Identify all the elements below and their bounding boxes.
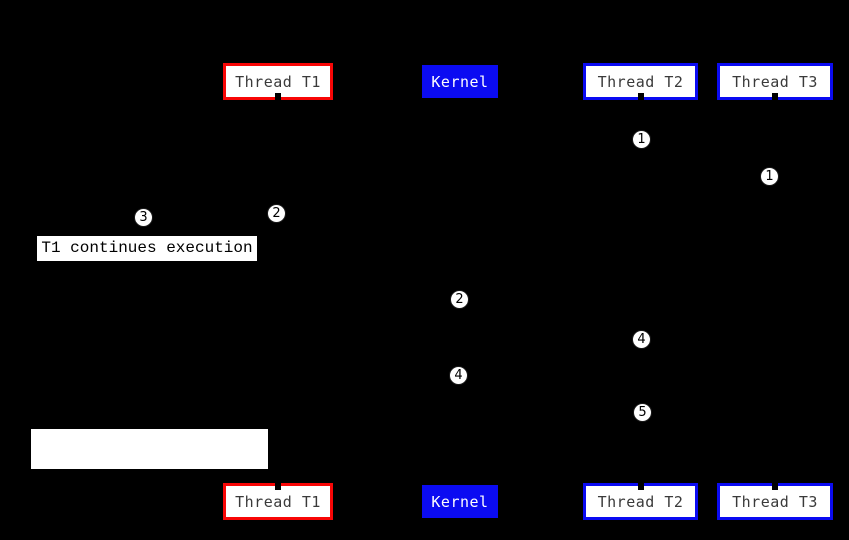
lifeline-notch <box>637 482 644 490</box>
thread-t3-label-bottom: Thread T3 <box>732 492 818 511</box>
step-marker-1b: 1 <box>760 167 779 186</box>
kernel-box-bottom: Kernel <box>422 485 498 518</box>
step-marker-1: 1 <box>632 130 651 149</box>
thread-t3-box-top: Thread T3 <box>717 63 833 101</box>
kernel-label-bottom: Kernel <box>431 492 489 511</box>
thread-t2-box-top: Thread T2 <box>583 63 698 101</box>
thread-t1-label-top: Thread T1 <box>235 72 321 91</box>
lifeline-notch <box>275 482 281 490</box>
lifeline-notch <box>772 93 778 101</box>
thread-t2-box-bottom: Thread T2 <box>583 482 698 520</box>
thread-t2-label-bottom: Thread T2 <box>597 492 684 511</box>
step-marker-3: 3 <box>134 208 153 227</box>
step-marker-2: 2 <box>267 204 286 223</box>
thread-t1-box-top: Thread T1 <box>223 63 333 101</box>
lifeline-notch <box>772 482 778 490</box>
empty-white-note-box <box>31 429 268 469</box>
thread-t3-box-bottom: Thread T3 <box>717 482 833 520</box>
kernel-label-top: Kernel <box>431 72 489 91</box>
note-t1-continues-execution: T1 continues execution <box>37 236 257 261</box>
step-marker-5: 5 <box>633 403 652 422</box>
step-marker-2b: 2 <box>450 290 469 309</box>
thread-t3-label-top: Thread T3 <box>732 72 818 91</box>
step-marker-4: 4 <box>632 330 651 349</box>
kernel-box-top: Kernel <box>422 65 498 98</box>
lifeline-notch <box>275 93 281 101</box>
thread-t1-label-bottom: Thread T1 <box>235 492 321 511</box>
step-marker-4b: 4 <box>449 366 468 385</box>
thread-t2-label-top: Thread T2 <box>597 72 684 91</box>
lifeline-notch <box>637 93 644 101</box>
thread-t1-box-bottom: Thread T1 <box>223 482 333 520</box>
